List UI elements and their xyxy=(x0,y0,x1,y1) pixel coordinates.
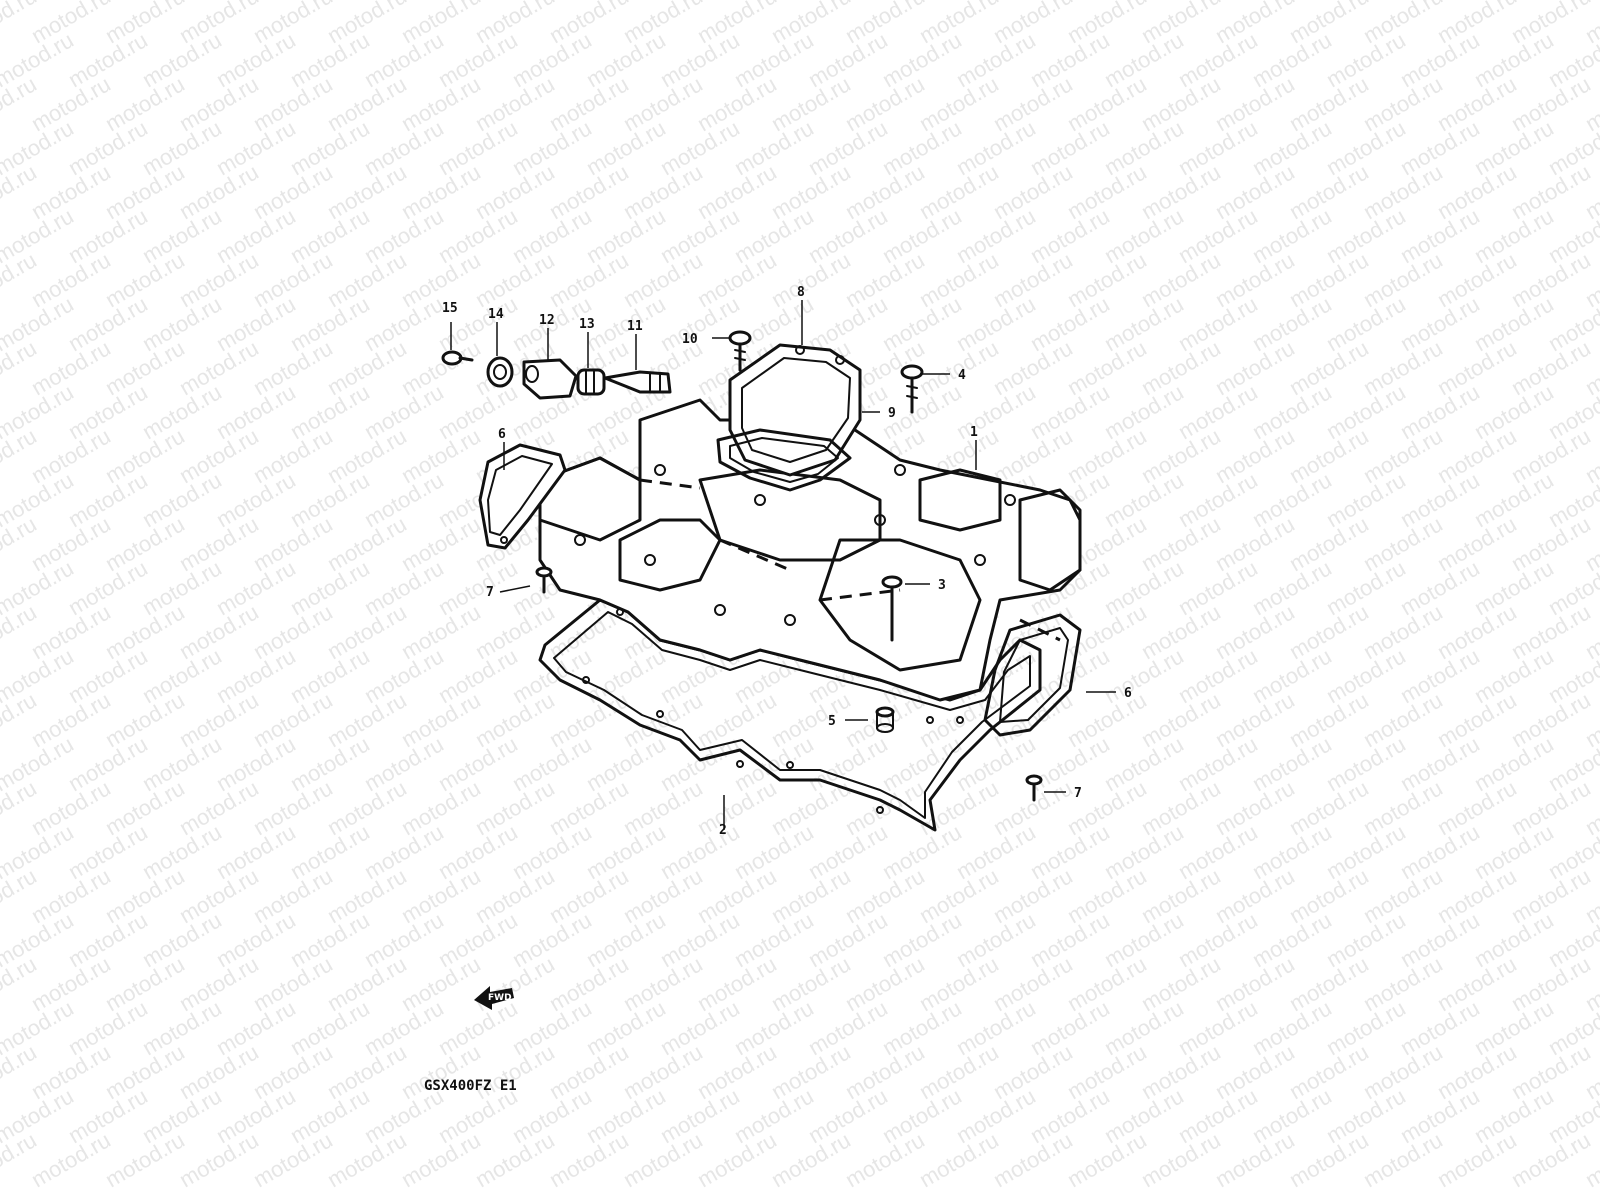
breather-cover xyxy=(728,343,862,477)
callout-5: 5 xyxy=(828,714,836,729)
temperature-sensor xyxy=(603,370,672,394)
callout-14: 14 xyxy=(488,307,504,322)
end-cap-left xyxy=(478,443,567,550)
cover-bolt xyxy=(900,364,924,414)
screw-left xyxy=(535,566,553,594)
sensor-cap xyxy=(522,358,578,400)
dowel-pin xyxy=(875,706,895,733)
callout-3: 3 xyxy=(938,578,946,593)
callout-labels: 1 2 3 4 5 6 6 7 7 8 9 10 11 12 13 14 15 xyxy=(442,285,1132,838)
callout-7-left: 7 xyxy=(486,585,494,600)
callout-6-right: 6 xyxy=(1124,686,1132,701)
callout-12: 12 xyxy=(539,313,555,328)
model-label: GSX400FZ E1 xyxy=(424,1078,517,1094)
front-arrow-text: FWD xyxy=(488,993,512,1003)
cap-bolt-center xyxy=(881,575,903,642)
breather-cover-gasket xyxy=(716,428,852,492)
cylinder-head-cover xyxy=(538,398,1082,702)
callout-2: 2 xyxy=(719,823,727,838)
callout-10: 10 xyxy=(682,332,698,347)
callout-4: 4 xyxy=(958,368,966,383)
small-screw xyxy=(441,350,474,366)
rubber-plug xyxy=(486,356,514,388)
callout-6-left: 6 xyxy=(498,427,506,442)
leader-lines xyxy=(450,300,1116,830)
callout-8: 8 xyxy=(797,285,805,300)
front-direction-arrow: FWD xyxy=(474,986,514,1010)
callout-11: 11 xyxy=(627,319,643,334)
callout-1: 1 xyxy=(970,425,978,440)
sensor-washer xyxy=(576,368,606,396)
callout-13: 13 xyxy=(579,317,595,332)
callout-15: 15 xyxy=(442,301,458,316)
screw-right xyxy=(1025,774,1043,802)
callout-7-right: 7 xyxy=(1074,786,1082,801)
callout-9: 9 xyxy=(888,406,896,421)
end-cap-right xyxy=(983,613,1082,737)
